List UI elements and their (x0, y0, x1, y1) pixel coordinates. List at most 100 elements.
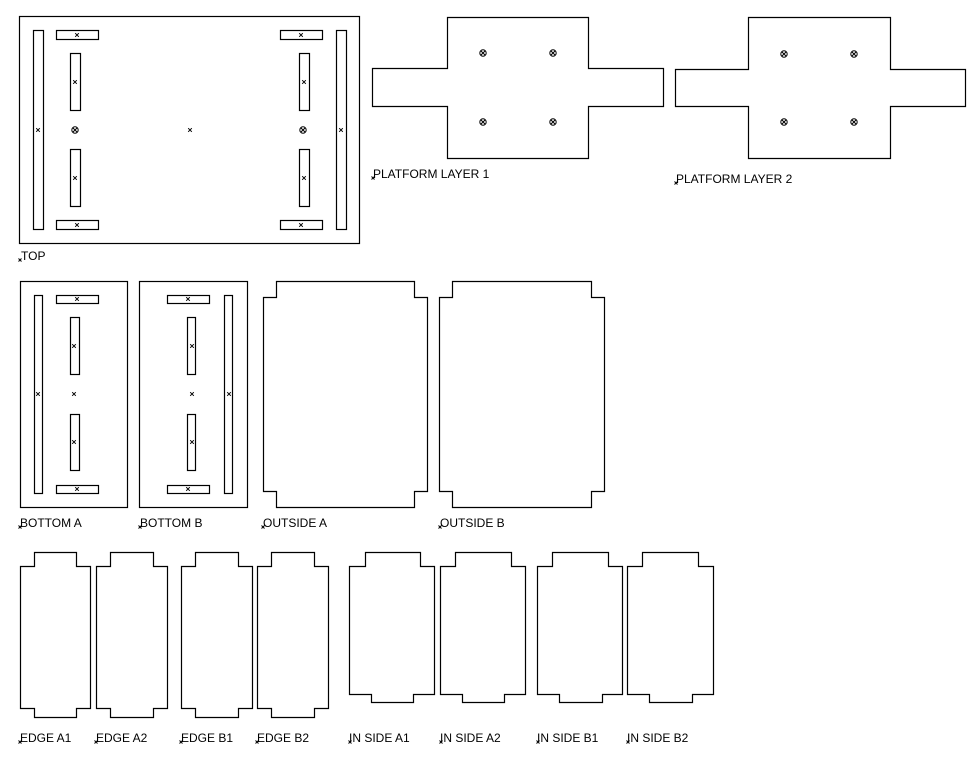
drill-hole-icon (549, 49, 557, 57)
label-in-side-a2: IN SIDE A2 (440, 731, 501, 745)
slot (55, 484, 100, 495)
label-edge-a2: EDGE A2 (96, 731, 148, 745)
slot (298, 52, 311, 112)
drill-hole-cross-icon (550, 50, 556, 56)
center-mark-icon (301, 79, 307, 85)
insertion-point-icon (438, 525, 442, 529)
bottom-b-outline (138, 280, 249, 509)
drill-hole-icon (299, 126, 307, 134)
center-mark-icon (74, 296, 80, 302)
part-in-side-a2[interactable] (439, 551, 527, 704)
drill-hole-icon (71, 126, 79, 134)
part-in-side-a1[interactable] (348, 551, 436, 704)
part-edge-b2[interactable] (256, 551, 330, 719)
drill-hole-cross-icon (300, 127, 306, 133)
drill-hole-cross-icon (72, 127, 78, 133)
insertion-point-icon (94, 740, 98, 744)
slot (69, 413, 81, 472)
center-mark-icon (189, 343, 195, 349)
slot (55, 294, 100, 305)
part-top[interactable] (18, 15, 361, 245)
insertion-point-icon (18, 525, 22, 529)
insertion-point-icon (179, 740, 183, 744)
part-outside-a[interactable] (262, 280, 429, 509)
drill-hole-icon (850, 50, 858, 58)
center-mark-icon (298, 222, 304, 228)
label-outside-b: OUTSIDE B (440, 516, 505, 530)
center-mark-icon (71, 343, 77, 349)
insertion-point-icon (626, 740, 630, 744)
insertion-point-icon (674, 181, 678, 185)
insertion-point-icon (348, 740, 352, 744)
insertion-point-icon (371, 176, 375, 180)
part-edge-b1[interactable] (180, 551, 254, 719)
center-mark-icon (189, 391, 195, 397)
part-edge-a1[interactable] (19, 551, 92, 719)
marker-layer (18, 32, 858, 744)
slot (223, 294, 234, 495)
center-mark-icon (185, 486, 191, 492)
center-mark-icon (71, 439, 77, 445)
slot (32, 29, 45, 231)
drill-hole-cross-icon (480, 119, 486, 125)
drill-hole-icon (479, 49, 487, 57)
slot (279, 219, 324, 231)
center-mark-icon (298, 32, 304, 38)
center-mark-icon (301, 175, 307, 181)
slot (55, 219, 100, 231)
drill-hole-icon (549, 118, 557, 126)
slot (69, 316, 81, 376)
center-mark-icon (74, 222, 80, 228)
slot (33, 294, 44, 495)
label-bottom-b: BOTTOM B (140, 516, 202, 530)
slot (69, 148, 82, 208)
slot (186, 413, 197, 472)
label-platform-layer-1: PLATFORM LAYER 1 (373, 167, 490, 181)
center-mark-icon (71, 391, 77, 397)
slot (69, 52, 82, 112)
drill-hole-cross-icon (781, 51, 787, 57)
label-top: TOP (21, 249, 45, 263)
center-mark-icon (226, 391, 232, 397)
label-platform-layer-2: PLATFORM LAYER 2 (676, 172, 793, 186)
drill-hole-cross-icon (781, 119, 787, 125)
part-platform-layer-2[interactable] (674, 16, 967, 160)
part-edge-a2[interactable] (95, 551, 169, 719)
insertion-point-icon (255, 740, 259, 744)
insertion-point-icon (261, 525, 265, 529)
center-mark-icon (35, 127, 41, 133)
center-mark-icon (185, 296, 191, 302)
center-mark-icon (338, 127, 344, 133)
part-in-side-b1[interactable] (536, 551, 624, 704)
part-in-side-b2[interactable] (626, 551, 715, 704)
label-in-side-b2: IN SIDE B2 (627, 731, 689, 745)
drill-hole-icon (780, 118, 788, 126)
center-mark-icon (72, 175, 78, 181)
slot (335, 29, 348, 231)
slot (279, 29, 324, 41)
drill-hole-icon (479, 118, 487, 126)
part-bottom-a[interactable] (19, 280, 129, 509)
insertion-point-icon (439, 740, 443, 744)
drill-hole-icon (850, 118, 858, 126)
top-outline (18, 15, 361, 245)
drill-hole-cross-icon (851, 51, 857, 57)
drill-hole-cross-icon (851, 119, 857, 125)
label-in-side-b1: IN SIDE B1 (537, 731, 599, 745)
part-platform-layer-1[interactable] (371, 16, 665, 160)
insertion-point-icon (138, 525, 142, 529)
slot (298, 148, 311, 208)
center-mark-icon (35, 391, 41, 397)
slot (166, 294, 211, 305)
insertion-point-icon (18, 740, 22, 744)
label-edge-b2: EDGE B2 (257, 731, 309, 745)
part-bottom-b[interactable] (138, 280, 249, 509)
label-edge-a1: EDGE A1 (20, 731, 72, 745)
center-mark-icon (74, 32, 80, 38)
center-mark-icon (189, 439, 195, 445)
label-outside-a: OUTSIDE A (263, 516, 327, 530)
slot (55, 29, 100, 41)
part-outside-b[interactable] (438, 280, 606, 509)
label-bottom-a: BOTTOM A (20, 516, 82, 530)
